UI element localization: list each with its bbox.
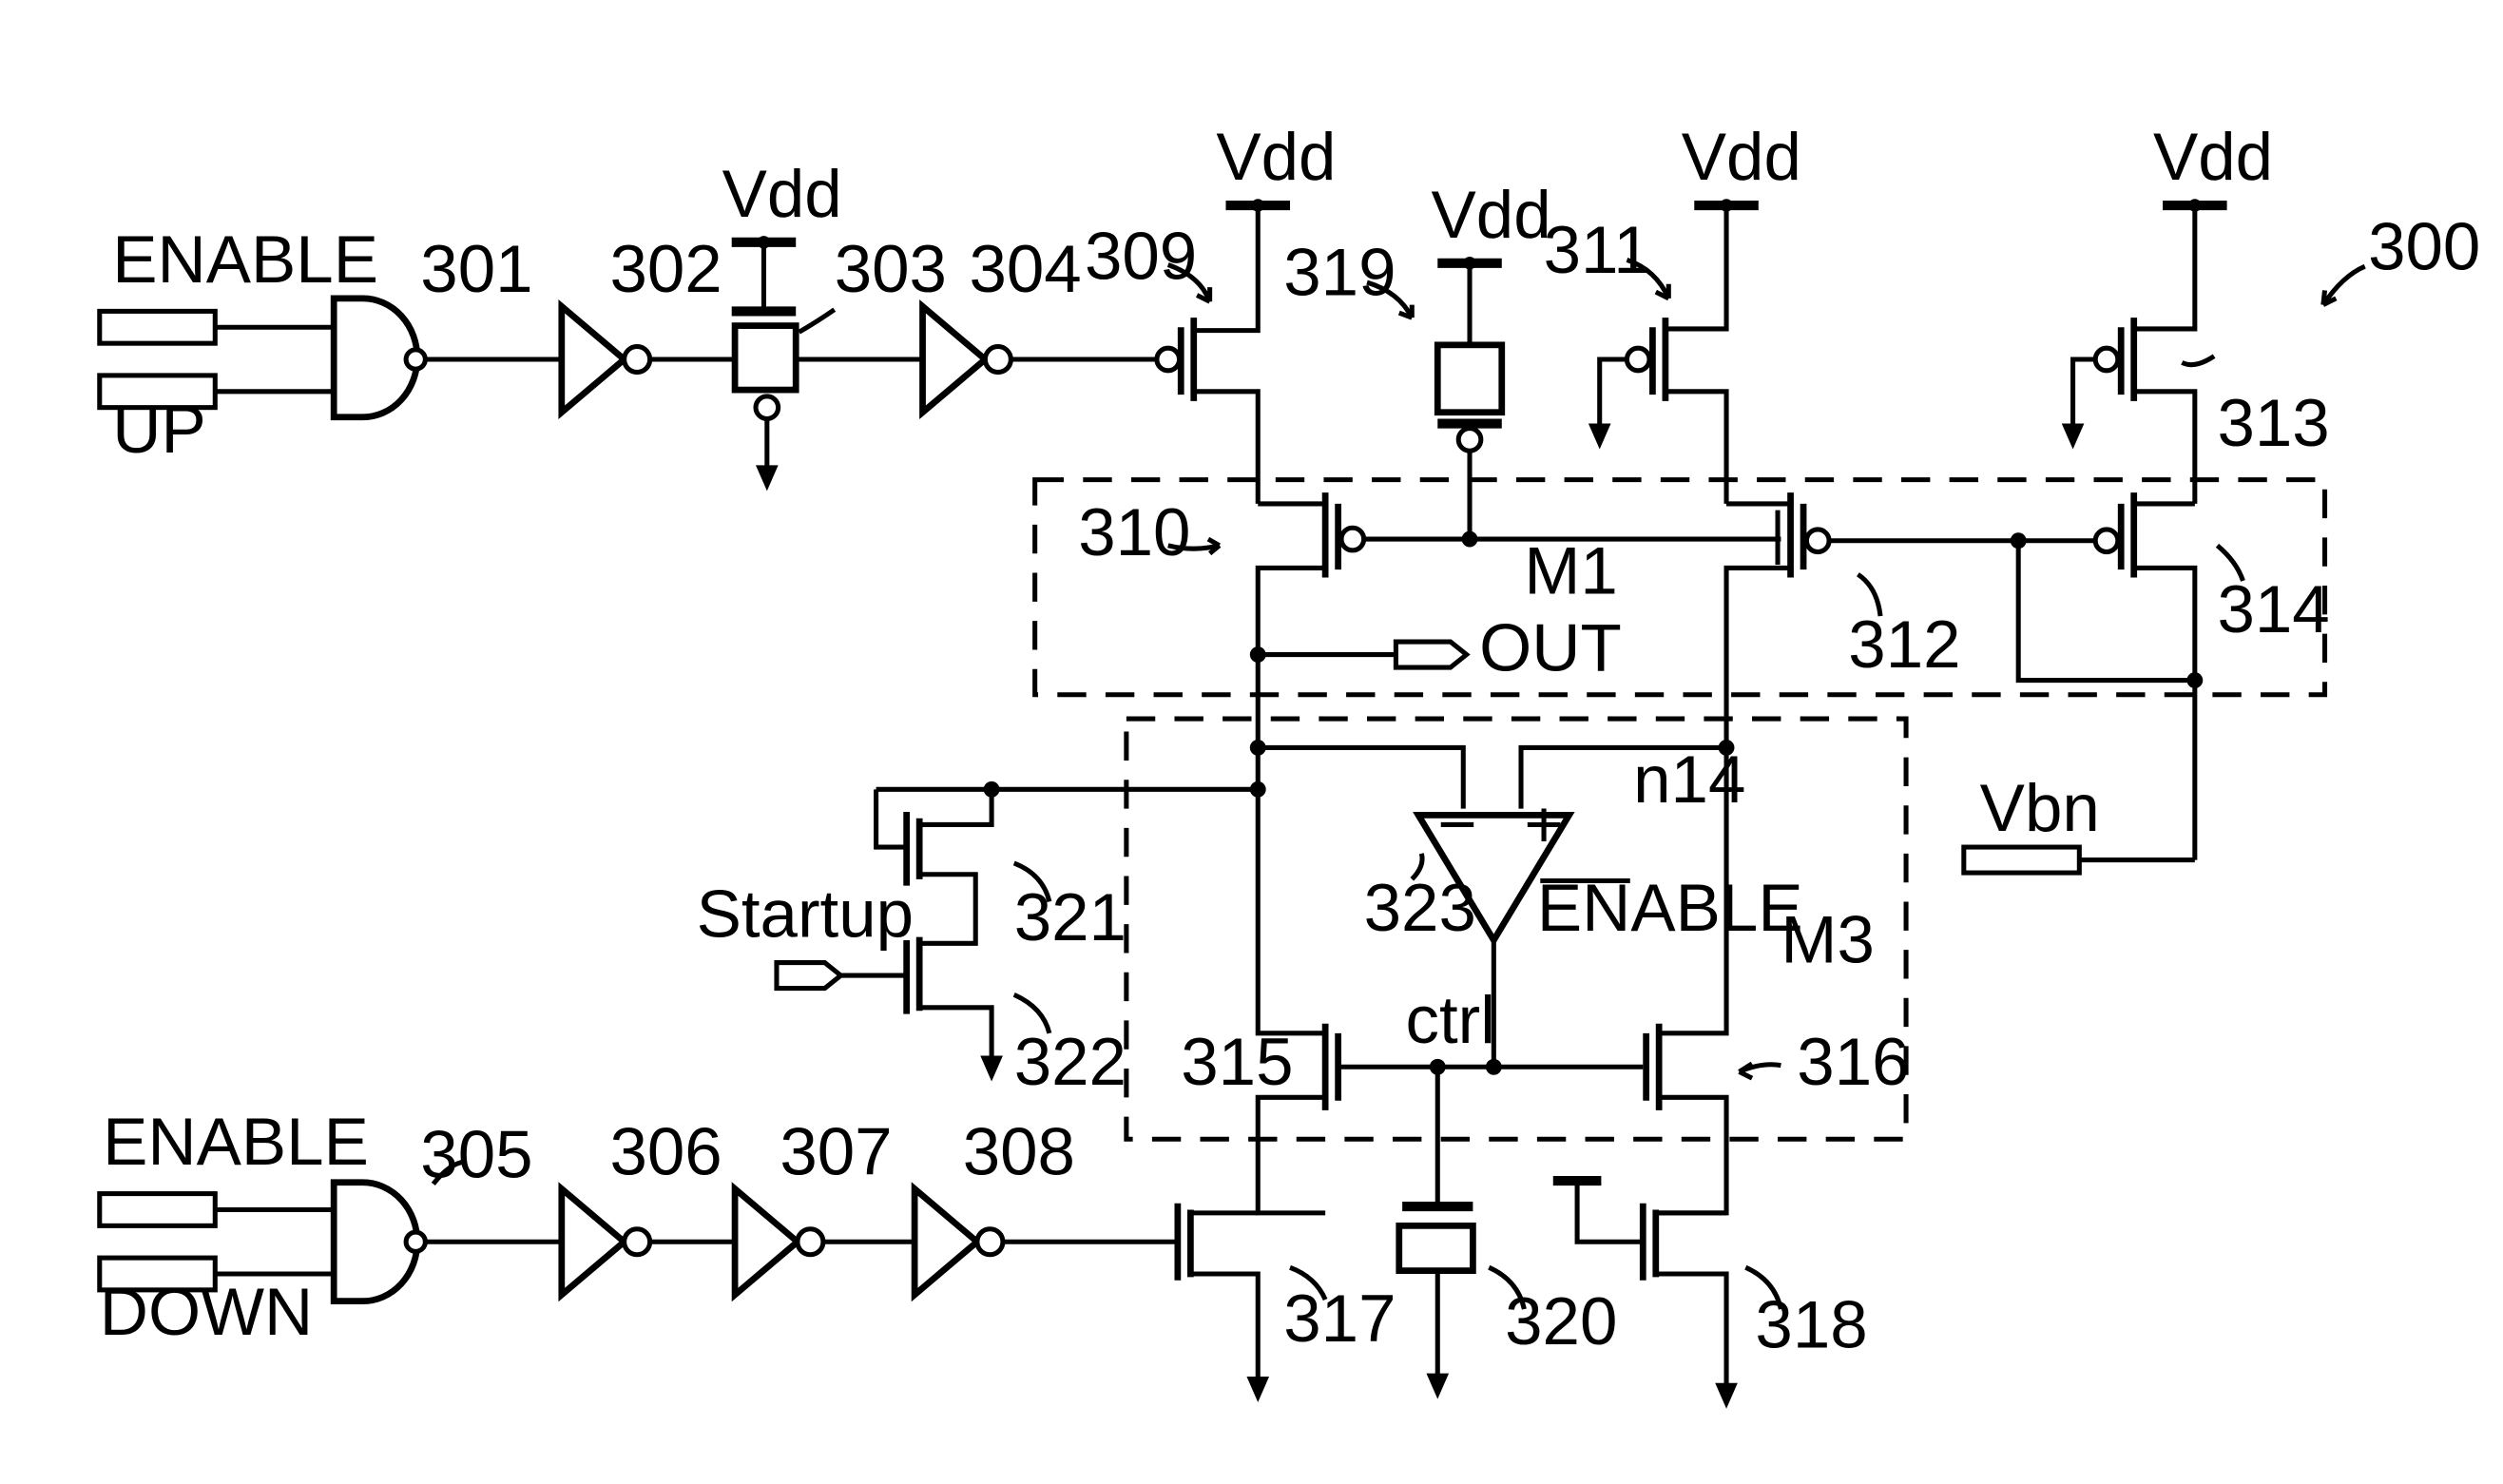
ref-316: 316 [1797,1025,1909,1100]
inverter-304 [923,306,1159,412]
inverter-308 [915,1189,1178,1295]
out-node [1250,642,1467,667]
nmos-316 [1646,747,1781,1212]
enable-top-label: ENABLE [112,222,378,298]
opamp-minus-label: − [1437,787,1476,862]
ref-303: 303 [835,232,947,307]
out-label: OUT [1479,610,1622,685]
vdd-313-label: Vdd [2153,120,2273,195]
ref-304: 304 [969,232,1081,307]
ref-314: 314 [2217,572,2329,647]
ref-318: 318 [1755,1288,1867,1363]
ref-313: 313 [2217,386,2329,461]
ref-317: 317 [1283,1282,1396,1357]
ref-305: 305 [420,1118,532,1193]
ref-300: 300 [2368,210,2480,285]
ref-309: 309 [1085,220,1197,295]
vbn-port [1964,847,2080,873]
vbn-label: Vbn [1980,771,2100,846]
vdd-309-label: Vdd [1216,120,1336,195]
ref-301: 301 [420,232,532,307]
down-label: DOWN [100,1275,313,1350]
ref-315: 315 [1181,1025,1293,1100]
up-label: UP [112,393,205,468]
enable-input-port [100,311,216,343]
startup-label: Startup [697,877,915,953]
ref-302: 302 [609,232,722,307]
vdd-319-label: Vdd [1432,178,1551,253]
vbn-node [1964,847,2195,873]
opamp-plus-label: + [1524,787,1563,862]
ref-312: 312 [1848,607,1960,683]
ref-306: 306 [609,1114,722,1189]
m1-label: M1 [1524,533,1617,608]
enable-bottom-label: ENABLE [103,1105,369,1180]
enable-bottom-input-port [100,1194,216,1226]
ref-307: 307 [780,1114,892,1189]
ref-311: 311 [1544,213,1651,288]
enable-bar-label: ENABLE [1537,871,1803,946]
ref-321: 321 [1014,880,1126,955]
vdd-303-label: Vdd [722,157,842,232]
pmos-310 [1168,495,1781,747]
ref-320: 320 [1505,1284,1617,1359]
ref-322: 322 [1014,1025,1126,1100]
ctrl-label: ctrl [1406,983,1495,1058]
n14-label: n14 [1633,742,1745,818]
ref-310: 310 [1078,495,1190,570]
out-port [1396,642,1466,667]
pmos-313 [2062,199,2227,504]
inverter-302 [562,306,735,412]
inverter-307 [735,1189,915,1295]
vdd-311-label: Vdd [1682,120,1801,195]
inverter-306 [562,1189,735,1295]
ref-308: 308 [963,1114,1075,1189]
startup-port [777,963,841,989]
ref-323: 323 [1364,871,1476,946]
ref-319: 319 [1283,236,1396,311]
